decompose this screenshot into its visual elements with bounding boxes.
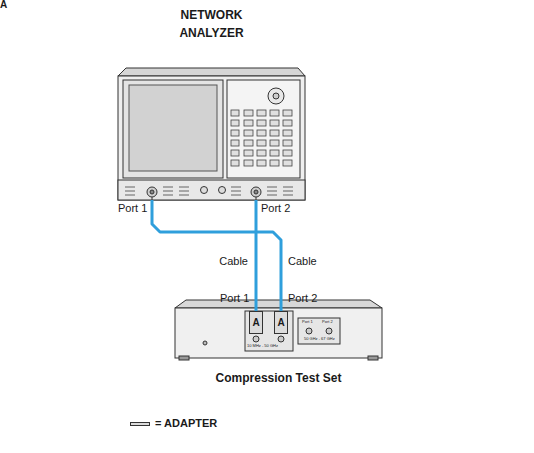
port-label: Port 2 — [261, 203, 290, 214]
key — [257, 160, 266, 166]
key — [257, 110, 266, 116]
key — [270, 150, 279, 156]
legend: = ADAPTER — [130, 418, 217, 429]
adapter-swatch — [130, 422, 150, 426]
key — [231, 140, 239, 146]
adapter-box: A — [274, 311, 288, 334]
key — [257, 150, 266, 156]
port-icon — [125, 187, 135, 195]
key — [270, 110, 279, 116]
key — [231, 130, 239, 136]
adapter-box: A — [249, 311, 263, 334]
key — [231, 110, 239, 116]
key — [231, 120, 239, 126]
network-analyzer: NETWORK ANALYZER — [118, 68, 305, 200]
keypad — [231, 110, 292, 166]
panel-text: 10 MHz - 50 GHz — [247, 344, 278, 348]
port-icon — [179, 187, 189, 195]
key — [257, 130, 266, 136]
key — [283, 150, 292, 156]
key — [270, 120, 279, 126]
port-icons — [125, 187, 293, 195]
key — [283, 120, 292, 126]
key — [244, 110, 253, 116]
key — [244, 130, 253, 136]
port-icon — [231, 187, 241, 195]
key — [270, 160, 279, 166]
panel-text: Port 1 — [302, 320, 313, 324]
adapter-letter: A — [277, 318, 284, 328]
network-analyzer-drawing — [118, 68, 305, 200]
key — [257, 120, 266, 126]
cable-label: Cable — [217, 255, 250, 267]
panel-text: Port 2 — [322, 320, 333, 324]
key — [270, 140, 279, 146]
key — [231, 160, 239, 166]
port-label: Port 1 — [118, 203, 147, 214]
key — [244, 120, 253, 126]
panel-text: 50 GHz - 67 GHz — [304, 337, 335, 341]
cable — [255, 200, 258, 311]
key — [244, 150, 253, 156]
adapter-letter: A — [252, 318, 259, 328]
cable-label: Cable — [286, 255, 319, 267]
equipment-title: NETWORK ANALYZER — [164, 6, 259, 42]
port-icon — [267, 187, 277, 195]
adapter-letter: A — [0, 0, 534, 10]
key — [283, 160, 292, 166]
port-icon — [283, 187, 293, 195]
key — [283, 110, 292, 116]
key — [244, 140, 253, 146]
cable — [152, 200, 281, 311]
test-set-drawing — [175, 300, 382, 360]
equipment-title: Compression Test Set — [179, 371, 379, 385]
key — [270, 130, 279, 136]
port-icon — [163, 187, 173, 195]
legend-text: = ADAPTER — [155, 418, 217, 429]
key — [231, 150, 239, 156]
port-label: Port 2 — [288, 293, 317, 304]
key — [244, 160, 253, 166]
key — [257, 140, 266, 146]
key — [283, 130, 292, 136]
key — [283, 140, 292, 146]
compression-test-set: Compression Test SetAA — [175, 308, 382, 358]
port-label: Port 1 — [220, 293, 249, 304]
